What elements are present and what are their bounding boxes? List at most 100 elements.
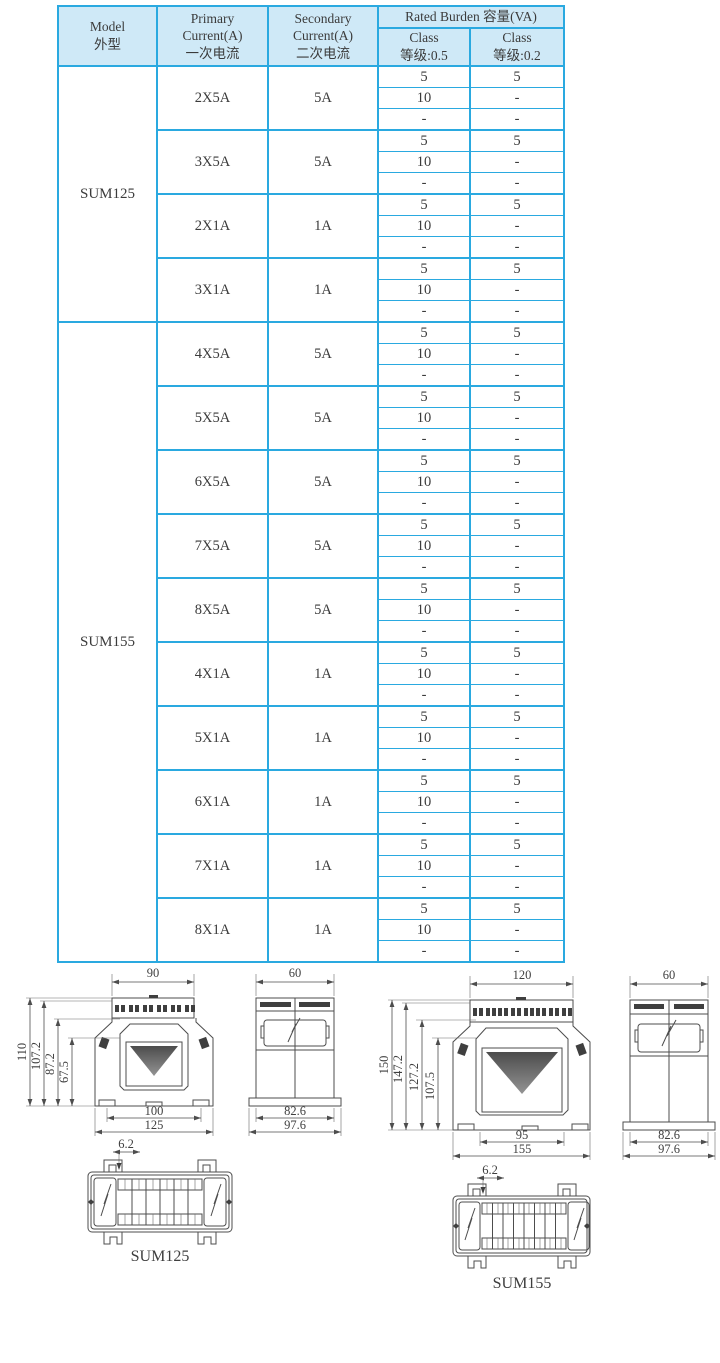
burden-class02-cell: - xyxy=(469,684,565,707)
dimension-arrow xyxy=(334,1129,341,1135)
sum155-drawing: 120 150 147.2 127.2 107.5 95 155 xyxy=(358,958,720,1363)
secondary-current-cell: 1A xyxy=(267,705,379,771)
dim-label-side-top: 60 xyxy=(663,968,676,982)
dimension-arrow xyxy=(623,1153,630,1159)
burden-class05-cell: 10 xyxy=(377,407,471,429)
burden-class02-cell: - xyxy=(469,407,565,429)
corner-screw-icon xyxy=(98,1036,210,1050)
burden-class05-cell: 5 xyxy=(377,193,471,216)
table-row: 10- xyxy=(58,663,565,685)
burden-class02-cell: 5 xyxy=(469,705,565,728)
burden-class05-cell: 5 xyxy=(377,129,471,152)
burden-class02-cell: - xyxy=(469,812,565,835)
dimension-arrow xyxy=(95,1129,102,1135)
table-row: 10- xyxy=(58,407,565,429)
dimension-arrow xyxy=(566,981,573,987)
dimension-arrow xyxy=(435,1123,441,1130)
burden-class02-cell: - xyxy=(469,919,565,941)
dim-label-front-outer: 155 xyxy=(513,1142,532,1156)
dimension-arrow xyxy=(477,1175,484,1181)
sum125-front-view: 90 110 107.2 87.2 67.5 100 125 xyxy=(15,966,214,1136)
table-row: 10- xyxy=(58,343,565,365)
burden-class02-cell: - xyxy=(469,599,565,621)
col-header-secondary-current: Secondary Current(A) 二次电流 xyxy=(267,5,379,67)
dim-label-h4: 107.5 xyxy=(423,1072,437,1100)
dim-label-h3: 127.2 xyxy=(407,1063,421,1091)
dimension-arrow xyxy=(206,1129,213,1135)
dimension-arrow xyxy=(327,979,334,985)
table-row: 10- xyxy=(58,599,565,621)
burden-class02-cell: 5 xyxy=(469,257,565,280)
table-row: 10- xyxy=(58,279,565,301)
dimension-arrow xyxy=(327,1115,334,1121)
burden-class02-cell: 5 xyxy=(469,385,565,408)
dim-label-front-inner: 100 xyxy=(145,1104,164,1118)
primary-current-cell: 6X5A xyxy=(156,449,269,515)
secondary-current-cell: 5A xyxy=(267,449,379,515)
secondary-current-cell: 1A xyxy=(267,257,379,323)
burden-class02-cell: 5 xyxy=(469,897,565,920)
burden-class02-cell: - xyxy=(469,663,565,685)
burden-class02-cell: - xyxy=(469,535,565,557)
primary-current-cell: 7X1A xyxy=(156,833,269,899)
primary-current-cell: 5X5A xyxy=(156,385,269,451)
sum155-side-view: 60 82.6 97.6 xyxy=(622,968,716,1160)
primary-current-cell: 3X1A xyxy=(156,257,269,323)
dimension-arrow xyxy=(557,1139,564,1145)
burden-class02-cell: - xyxy=(469,343,565,365)
core-window-triangle xyxy=(486,1052,558,1094)
dimension-arrow xyxy=(630,981,637,987)
burden-class05-cell: 5 xyxy=(377,257,471,280)
burden-class05-cell: - xyxy=(377,684,471,707)
table-row: -- xyxy=(58,940,565,963)
burden-class02-cell: 5 xyxy=(469,833,565,856)
primary-current-cell: 6X1A xyxy=(156,769,269,835)
sum155-front-view: 120 150 147.2 127.2 107.5 95 155 xyxy=(377,968,591,1160)
burden-class05-cell: 10 xyxy=(377,727,471,749)
burden-class05-cell: - xyxy=(377,108,471,131)
table-row: 10- xyxy=(58,151,565,173)
table-row: 10- xyxy=(58,855,565,877)
dimension-arrow xyxy=(69,1038,75,1045)
primary-current-cell: 4X1A xyxy=(156,641,269,707)
burden-class02-cell: 5 xyxy=(469,577,565,600)
sum155-plan-view: 6.2 xyxy=(452,1163,591,1292)
dim-label-side-outer: 97.6 xyxy=(284,1118,306,1132)
primary-current-cell: 2X1A xyxy=(156,193,269,259)
burden-class05-cell: 10 xyxy=(377,791,471,813)
primary-current-cell: 8X1A xyxy=(156,897,269,963)
dimension-arrow xyxy=(701,981,708,987)
primary-current-cell: 4X5A xyxy=(156,321,269,387)
dimension-arrow xyxy=(583,1153,590,1159)
primary-current-cell: 8X5A xyxy=(156,577,269,643)
burden-class02-cell: - xyxy=(469,364,565,387)
burden-class05-cell: 10 xyxy=(377,919,471,941)
dimension-arrow xyxy=(389,1000,395,1007)
secondary-current-cell: 1A xyxy=(267,769,379,835)
col-header-class-0-5: Class 等级:0.5 xyxy=(377,27,471,67)
table-row: 10- xyxy=(58,87,565,109)
burden-class05-cell: 5 xyxy=(377,449,471,472)
burden-class02-cell: - xyxy=(469,471,565,493)
burden-class05-cell: 10 xyxy=(377,535,471,557)
dimension-arrow xyxy=(708,1153,715,1159)
secondary-current-cell: 5A xyxy=(267,129,379,195)
dimension-arrow xyxy=(256,979,263,985)
primary-current-cell: 3X5A xyxy=(156,129,269,195)
dimension-arrow xyxy=(403,1003,409,1010)
table-row: -- xyxy=(58,620,565,643)
burden-class05-cell: 5 xyxy=(377,385,471,408)
table-row: -- xyxy=(58,236,565,259)
dim-label-side-top: 60 xyxy=(289,966,302,980)
dim-label-h2: 107.2 xyxy=(29,1042,43,1070)
dim-label-h1: 110 xyxy=(15,1043,29,1061)
burden-class05-cell: - xyxy=(377,364,471,387)
burden-class05-cell: - xyxy=(377,748,471,771)
burden-class02-cell: 5 xyxy=(469,65,565,88)
dim-label-front-inner: 95 xyxy=(516,1128,529,1142)
table-row: -- xyxy=(58,684,565,707)
